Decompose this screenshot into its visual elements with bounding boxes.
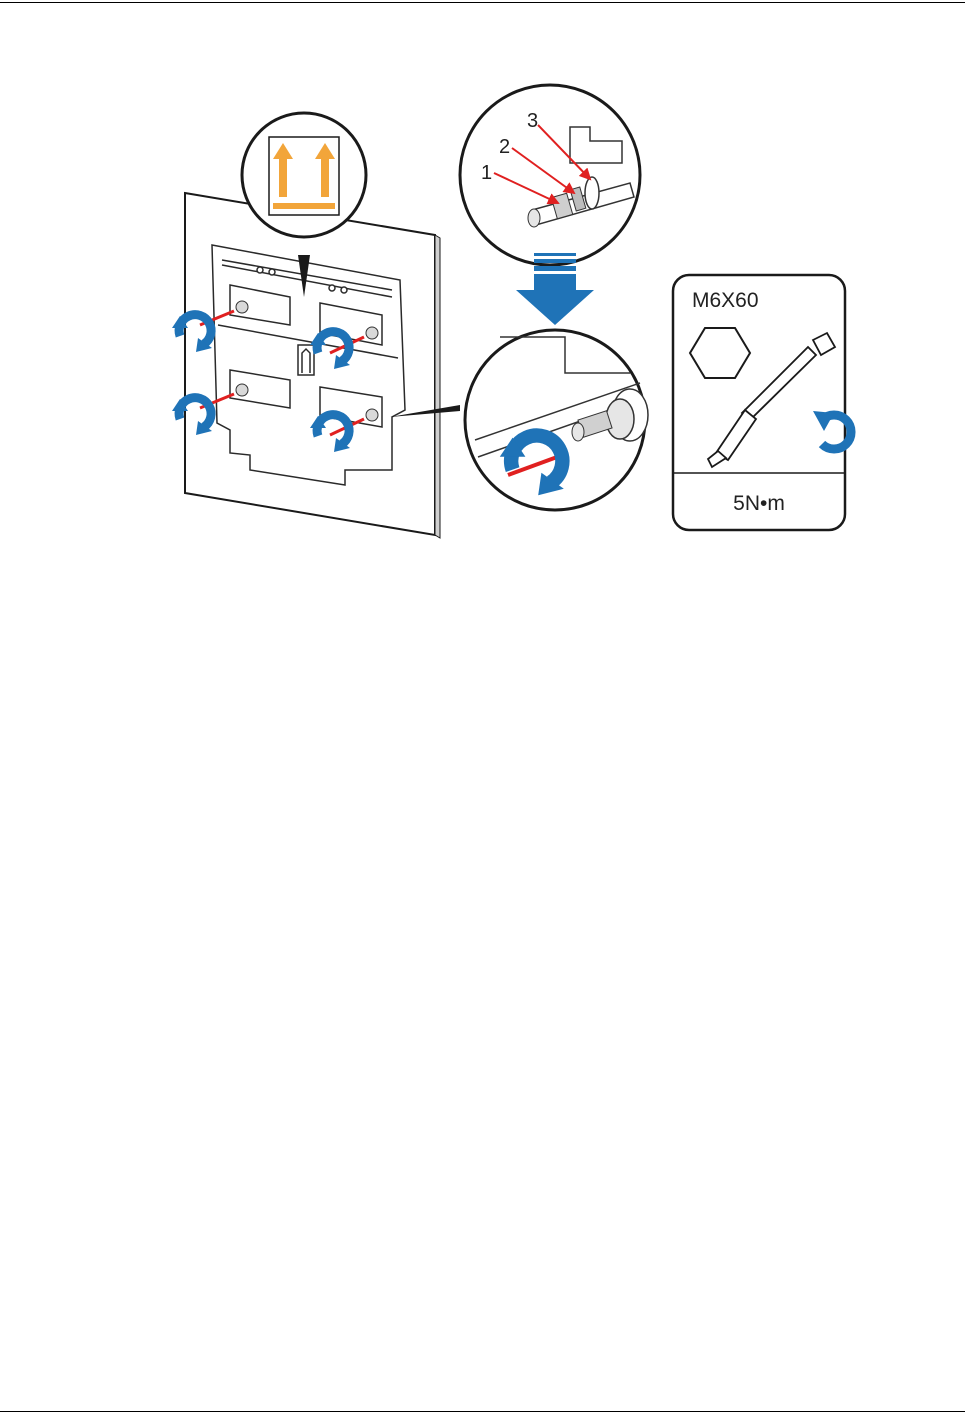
mounting-bracket xyxy=(212,245,405,485)
callout-2: 2 xyxy=(499,136,510,158)
screw-assembly-detail: 1 2 3 xyxy=(460,85,640,265)
installed-screw-detail xyxy=(465,330,648,510)
screw-spec-label: M6X60 xyxy=(692,289,759,312)
callout-1: 1 xyxy=(481,162,492,184)
header-rule xyxy=(0,2,965,3)
footer-rule xyxy=(0,1411,965,1412)
torque-value: 5N•m xyxy=(733,492,785,515)
callout-3: 3 xyxy=(527,110,538,132)
installation-diagram: 1 2 3 M6X60 xyxy=(160,75,860,545)
installation-figure: 1 2 3 M6X60 xyxy=(160,75,860,545)
tool-spec-panel: M6X60 5N•m xyxy=(673,275,851,530)
